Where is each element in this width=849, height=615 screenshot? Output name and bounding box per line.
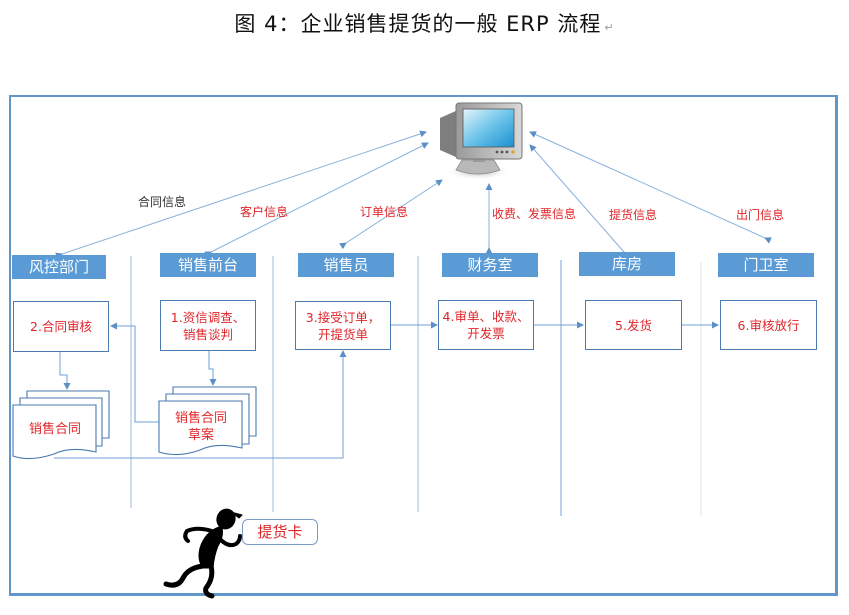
- dept-header-gatehouse: 门卫室: [718, 253, 814, 277]
- exit-info-arrow: [529, 131, 772, 244]
- step-1-label: 1.资信调查、 销售谈判: [170, 309, 246, 342]
- step-5-label: 5.发货: [615, 317, 652, 333]
- step-3-label: 3.接受订单， 开提货单: [305, 309, 381, 342]
- step-1-credit-check: 1.资信调查、 销售谈判: [160, 300, 256, 351]
- step-4-review-payment-invoice: 4.审单、收款、 开发票: [438, 300, 534, 350]
- pickup-card: 提货卡: [242, 519, 318, 545]
- dept-header-sales-front: 销售前台: [160, 253, 256, 277]
- step-5-ship: 5.发货: [585, 300, 682, 350]
- order-info-label: 订单信息: [360, 205, 409, 219]
- order-info-arrow: [339, 179, 443, 250]
- customer-info-label: 客户信息: [240, 205, 289, 219]
- step-6-label: 6.审核放行: [737, 317, 800, 333]
- finance-info-label: 收费、发票信息: [492, 207, 577, 221]
- return-mark: ↵: [604, 21, 615, 34]
- sales-contract-label: 销售合同: [28, 422, 81, 437]
- figure-title-text: 图 4：企业销售提货的一般 ERP 流程: [234, 12, 602, 36]
- pickup-info-label: 提货信息: [609, 208, 658, 222]
- computer-monitor-icon: [440, 102, 523, 180]
- customer-info-arrow: [204, 142, 429, 258]
- flow-arrow-contract-to-3: [54, 350, 347, 459]
- figure-title: 图 4：企业销售提货的一般 ERP 流程↵: [0, 8, 849, 38]
- flow-arrow-1-to-draft: [208, 351, 217, 386]
- sales-contract-document: [12, 390, 110, 460]
- flow-arrow-2-to-contract: [59, 352, 71, 390]
- diagram-frame: [9, 95, 838, 596]
- step-6-release: 6.审核放行: [720, 300, 817, 350]
- step-3-accept-order: 3.接受订单， 开提货单: [295, 301, 391, 350]
- sales-contract-draft-document: [158, 386, 257, 456]
- dept-header-warehouse: 库房: [579, 252, 675, 276]
- dept-header-finance: 财务室: [442, 253, 538, 277]
- flow-arrow-draft-to-2: [110, 322, 160, 423]
- contract-info-label: 合同信息: [138, 195, 187, 209]
- step-4-label: 4.审单、收款、 开发票: [442, 309, 530, 341]
- sales-contract-draft-label: 销售合同 草案: [174, 411, 227, 443]
- exit-info-label: 出门信息: [736, 208, 785, 222]
- pickup-info-arrow: [529, 144, 631, 259]
- step-2-label: 2.合同审核: [30, 319, 92, 334]
- dept-header-risk-control: 风控部门: [12, 255, 106, 279]
- step-2-contract-review: 2.合同审核: [13, 301, 109, 352]
- dept-header-salesperson: 销售员: [298, 253, 394, 277]
- running-man-icon: [163, 508, 243, 599]
- lane-separators: [130, 256, 702, 516]
